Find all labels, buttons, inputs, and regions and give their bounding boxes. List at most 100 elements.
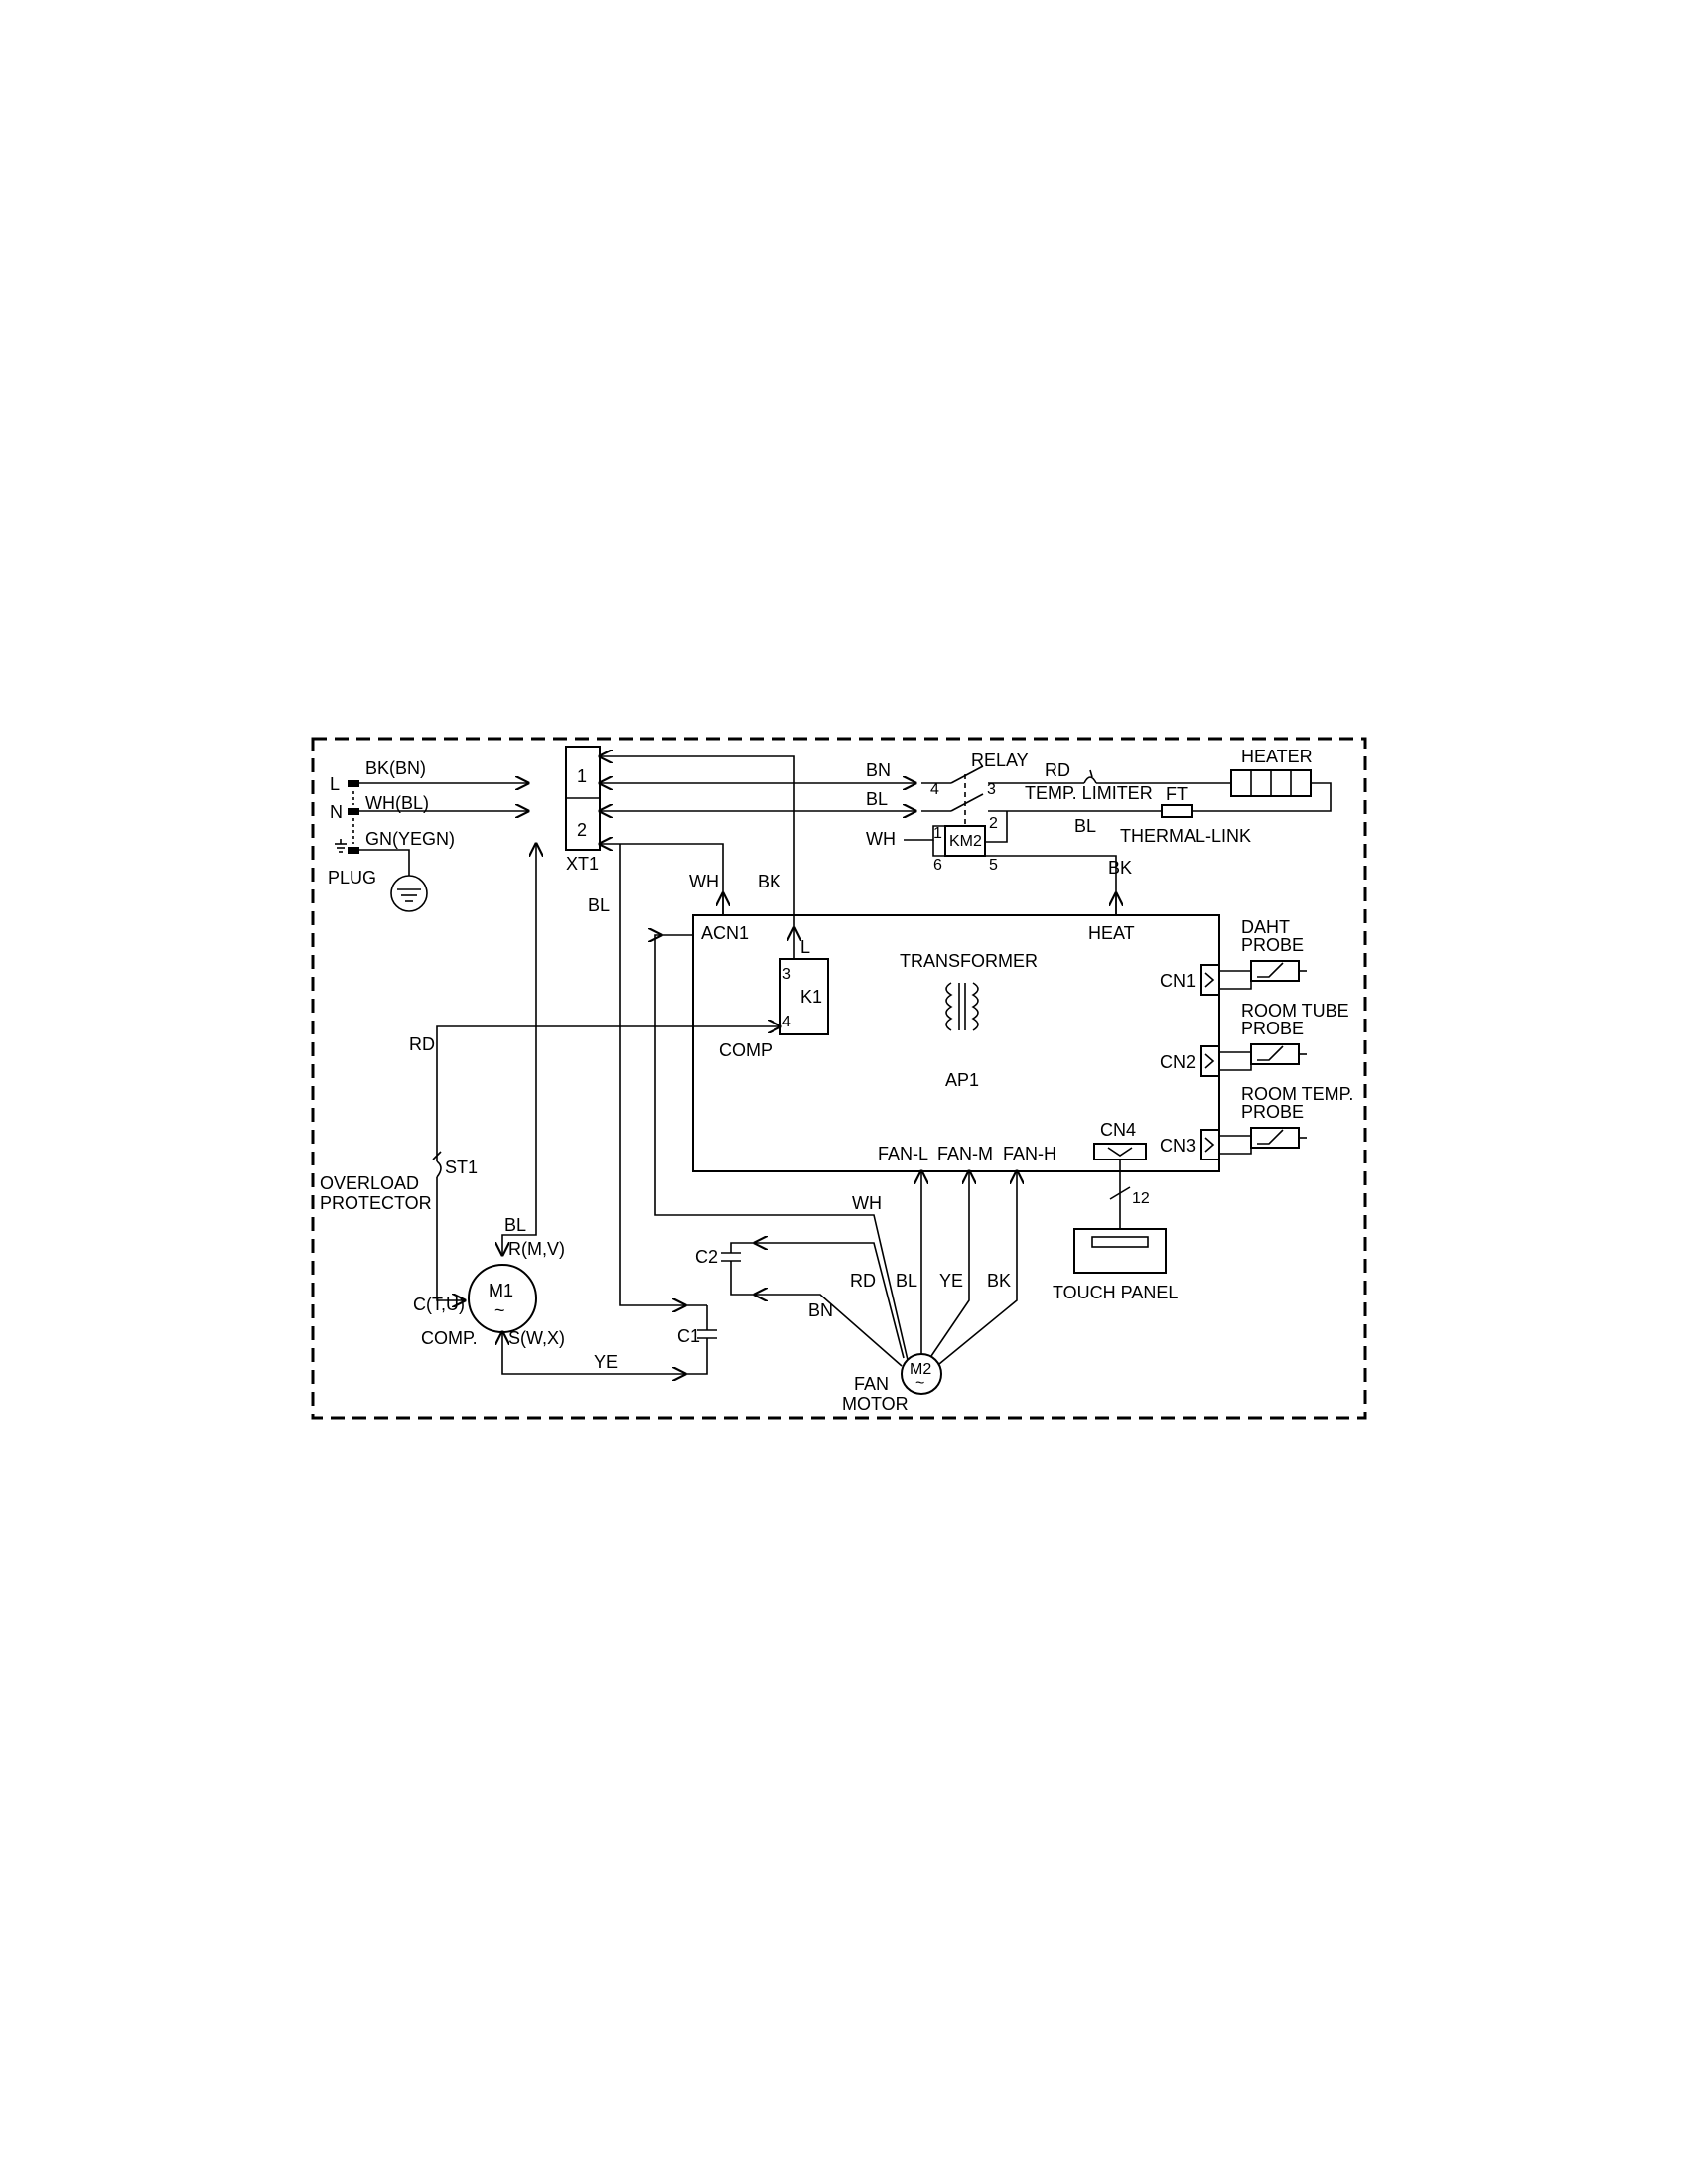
label-fan-l: FAN-L [878,1144,928,1163]
thermal-link-fuse [1161,804,1193,818]
label-transformer: TRANSFORMER [900,951,1038,971]
label-comp-pin: COMP [719,1040,773,1060]
label-ft: FT [1166,784,1188,804]
relay-pin-2: 2 [989,815,998,832]
label-overload-2: PROTECTOR [320,1193,432,1213]
label-touch-panel: TOUCH PANEL [1053,1283,1178,1302]
label-temp-limiter: TEMP. LIMITER [1025,783,1153,803]
daht-probe [1219,960,1307,990]
label-room-temp-1: ROOM TEMP. [1241,1084,1353,1104]
label-wh-acn: WH [689,872,719,891]
relay-pin-1: 1 [933,825,942,842]
cn3-connector [1200,1129,1220,1160]
label-12: 12 [1132,1190,1150,1207]
ap1-main-board [692,914,1220,1172]
label-wh-fan: WH [852,1193,882,1213]
label-bl-fan: BL [896,1271,917,1291]
xt1-terminal-2: 2 [577,820,587,840]
label-bl-right: BL [1074,816,1096,836]
label-cn4: CN4 [1100,1120,1136,1140]
label-k1: K1 [800,987,822,1007]
xt1-terminal-1: 1 [577,766,587,786]
cn1-connector [1200,964,1220,996]
label-rd-left: RD [409,1034,435,1054]
k1-pin-4: 4 [782,1014,791,1030]
label-rd-top: RD [1045,760,1070,780]
power-plug [335,780,359,854]
relay-pin-3: 3 [987,781,996,798]
label-bk-fan: BK [987,1271,1011,1291]
label-motor: MOTOR [842,1394,909,1414]
label-gn-yegn: GN(YEGN) [365,829,455,849]
label-fan: FAN [854,1374,889,1394]
cn2-connector [1200,1045,1220,1077]
ground-symbol [390,875,428,912]
label-room-tube-1: ROOM TUBE [1241,1001,1349,1021]
k1-pin-3: 3 [782,966,791,983]
label-bn-relay: BN [866,760,891,780]
label-daht-2: PROBE [1241,935,1304,955]
label-m1: M1 [489,1281,513,1300]
cn4-connector [1093,1143,1147,1160]
overload-protector-st1 [432,1151,442,1178]
label-heater: HEATER [1241,747,1313,766]
label-bl-relay: BL [866,789,888,809]
label-ap1: AP1 [945,1070,979,1090]
label-ye-bottom: YE [594,1352,618,1372]
label-overload-1: OVERLOAD [320,1173,419,1193]
label-room-tube-2: PROBE [1241,1019,1304,1038]
label-plug: PLUG [328,868,376,887]
k1-relay [779,958,829,1035]
label-n: N [330,802,343,822]
room-tube-probe [1219,1043,1307,1071]
label-heat: HEAT [1088,923,1135,943]
relay-pin-4: 4 [930,781,939,798]
label-st1: ST1 [445,1158,478,1177]
km2-coil [944,825,986,857]
label-bk-bn: BK(BN) [365,758,426,778]
relay-pin-5: 5 [989,857,998,874]
label-fan-m: FAN-M [937,1144,993,1163]
relay-pin-6: 6 [933,857,942,874]
capacitor-c2 [721,1242,755,1296]
capacitor-c1 [685,1304,717,1375]
transformer-symbol [945,982,979,1031]
label-m1-tilde: ~ [494,1300,505,1320]
label-c2: C2 [695,1247,718,1267]
room-temp-probe [1219,1127,1307,1155]
label-s-wx: S(W,X) [508,1328,565,1348]
label-bl-left: BL [588,895,610,915]
label-bn-fan: BN [808,1300,833,1320]
label-cn1: CN1 [1160,971,1196,991]
label-thermal-link: THERMAL-LINK [1120,826,1251,846]
temp-limiter-symbol [1083,769,1097,784]
label-l-k1: L [800,937,810,957]
label-rd-fan: RD [850,1271,876,1291]
label-c-tu: C(T,U) [413,1295,465,1314]
label-fan-h: FAN-H [1003,1144,1056,1163]
dashed-boundary [311,737,1367,1420]
label-daht-1: DAHT [1241,917,1290,937]
label-wh-bl: WH(BL) [365,793,429,813]
touch-panel [1073,1228,1167,1274]
label-relay: RELAY [971,751,1029,770]
relay-km2 [904,765,1192,915]
label-l: L [330,774,340,794]
label-wh-relay: WH [866,829,896,849]
label-bl-comp: BL [504,1215,526,1235]
label-room-temp-2: PROBE [1241,1102,1304,1122]
label-m2-tilde: ~ [915,1375,924,1392]
label-cn2: CN2 [1160,1052,1196,1072]
label-bk-acn: BK [758,872,781,891]
label-km2: KM2 [949,833,982,850]
label-comp: COMP. [421,1328,478,1348]
label-cn3: CN3 [1160,1136,1196,1156]
label-m2: M2 [910,1361,931,1378]
label-ye-fan: YE [939,1271,963,1291]
label-c1: C1 [677,1326,700,1346]
label-acn1: ACN1 [701,923,749,943]
label-bk-heat: BK [1108,858,1132,878]
label-xt1: XT1 [566,854,599,874]
label-r-mv: R(M,V) [508,1239,565,1259]
